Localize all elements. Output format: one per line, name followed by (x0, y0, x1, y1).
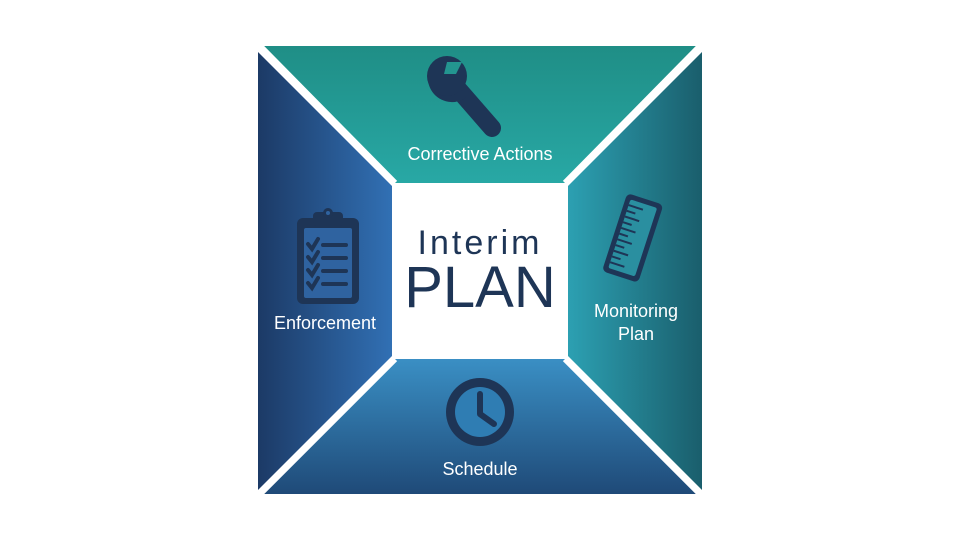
center-box (395, 183, 565, 359)
corrective-actions-label: Corrective Actions (407, 144, 553, 164)
enforcement-label: Enforcement (273, 313, 377, 333)
center-title-plan: PLAN (404, 255, 556, 320)
frame-lines (255, 41, 705, 499)
monitoring-plan-label-line2: Plan (617, 324, 655, 344)
center-title-interim: Interim (417, 224, 543, 262)
monitoring-plan-label-line1: Monitoring (593, 301, 679, 321)
clock-icon (446, 378, 514, 446)
wrench-icon (427, 56, 501, 137)
schedule-label: Schedule (442, 459, 518, 479)
ruler-icon (603, 194, 663, 282)
clipboard-checklist-icon (297, 208, 359, 304)
